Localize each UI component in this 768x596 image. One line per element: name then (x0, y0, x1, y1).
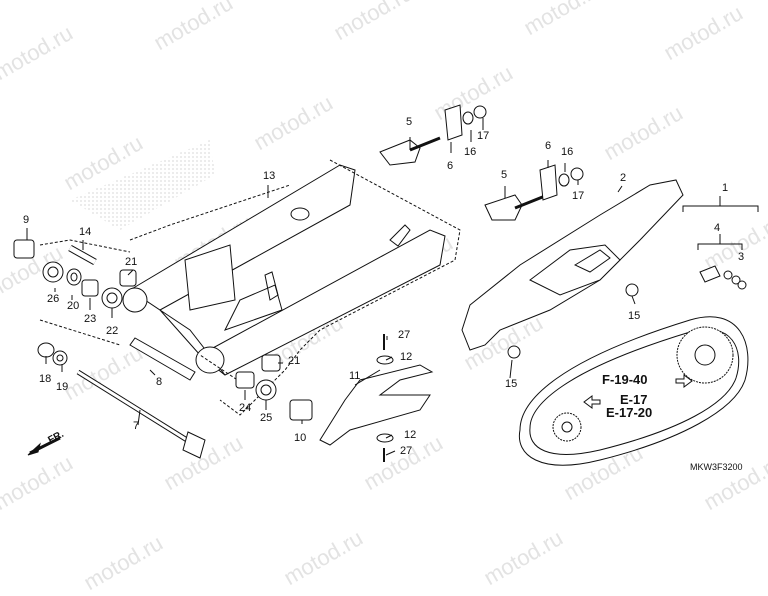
part-number: 10 (294, 432, 307, 444)
part-number: 21 (288, 355, 301, 367)
part-number: 16 (561, 146, 574, 158)
part-number: 19 (56, 381, 69, 393)
part-number: 4 (714, 222, 721, 234)
part-number: 18 (39, 373, 52, 385)
part-number: 27 (400, 445, 413, 457)
part-number: 2 (620, 172, 627, 184)
part-number: 14 (79, 226, 92, 238)
collar-10 (289, 399, 313, 421)
part-number: 16 (464, 146, 477, 158)
part-number: 12 (400, 351, 413, 363)
part-number: 3 (738, 251, 745, 263)
bearing-24 (235, 371, 255, 389)
ref-label-f-19-40[interactable]: F-19-40 (602, 372, 648, 387)
part-number: 23 (84, 313, 97, 325)
part-number: 13 (263, 170, 276, 182)
part-number: 21 (125, 256, 138, 268)
washer-19 (52, 350, 68, 366)
part-number: 25 (260, 412, 273, 424)
part-number: 6 (545, 140, 552, 152)
part-number: 15 (505, 378, 518, 390)
adjuster-5b (484, 194, 523, 221)
shading-area (70, 140, 215, 230)
part-number: 11 (349, 370, 361, 382)
diagram-drawing (13, 104, 759, 466)
part-number: 8 (156, 376, 163, 388)
part-number: 1 (722, 182, 729, 194)
plate-6a (444, 104, 463, 141)
pivot-bolt (76, 369, 206, 459)
ref-label-e-17-20[interactable]: E-17-20 (606, 405, 653, 420)
part-number: 9 (23, 214, 30, 226)
part-number: 26 (47, 293, 60, 305)
bearing-21a (119, 269, 137, 287)
drawing-code: MKW3F3200 (690, 462, 743, 472)
part-number: 17 (572, 190, 585, 202)
ring-20 (66, 268, 82, 286)
part-number: 15 (628, 310, 641, 322)
group-outline (129, 159, 461, 416)
part-number: 5 (501, 169, 508, 181)
ref-label-e-17[interactable]: E-17 (620, 392, 648, 407)
part-number: 7 (133, 420, 140, 432)
part-number: 5 (406, 116, 413, 128)
part-number: 24 (239, 402, 252, 414)
swingarm (122, 164, 446, 376)
pivot-collar (129, 337, 196, 381)
part-number: 20 (67, 300, 80, 312)
part-number: 17 (477, 130, 490, 142)
seal-26 (42, 261, 64, 283)
bearing-23 (81, 279, 99, 297)
plate-6b (539, 164, 558, 201)
master-link (699, 265, 721, 283)
collar-9 (13, 239, 35, 259)
ref-arrows (583, 374, 693, 409)
part-number: 6 (447, 160, 454, 172)
part-number: 22 (106, 325, 119, 337)
part-number: 27 (398, 329, 411, 341)
part-number: 12 (404, 429, 417, 441)
